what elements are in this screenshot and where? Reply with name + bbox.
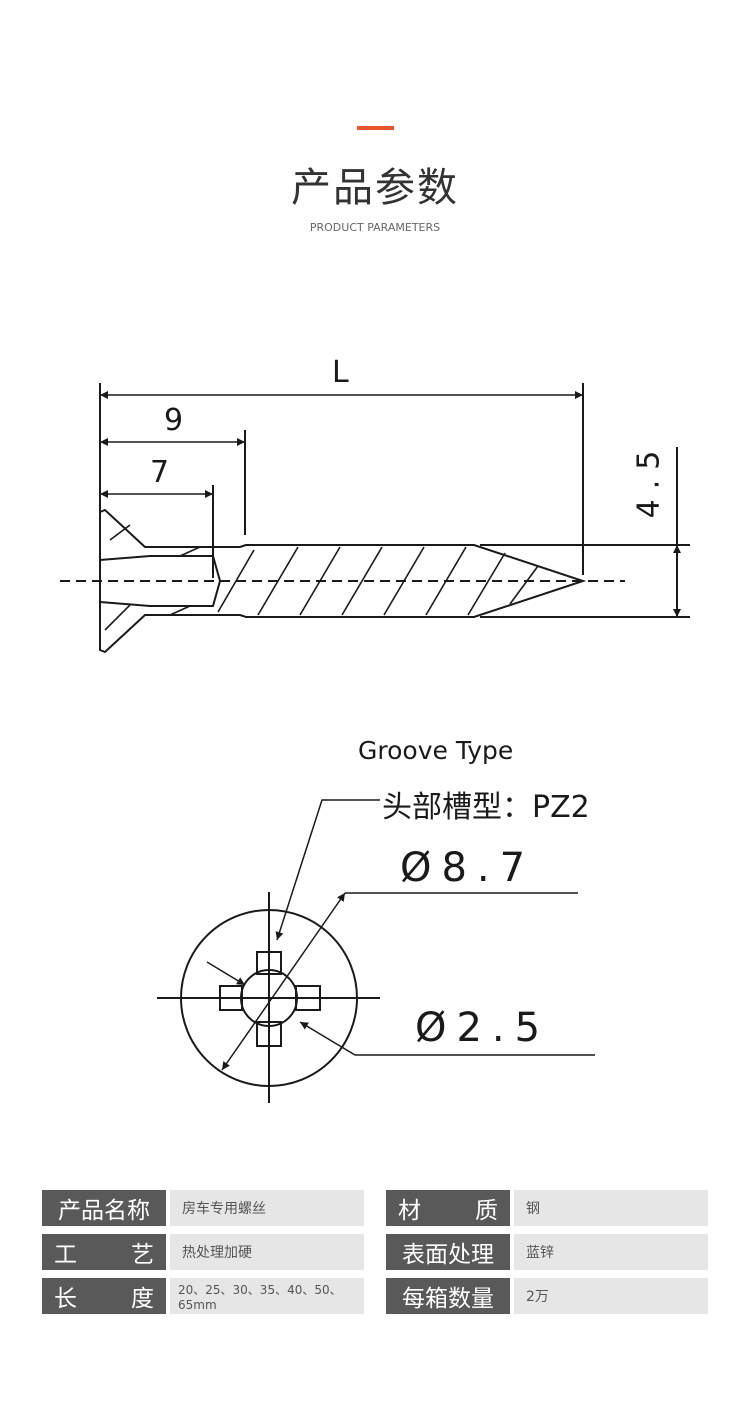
table-row: 长度 20、25、30、35、40、50、65mm 每箱数量 2万 (42, 1278, 710, 1314)
inner-diameter-label: Ø2.5 (415, 1005, 551, 1051)
spec-value: 热处理加硬 (170, 1234, 364, 1270)
spec-label: 长度 (42, 1278, 166, 1314)
groove-title: Groove Type (358, 736, 514, 765)
groove-label: 头部槽型：PZ2 (382, 790, 590, 825)
spec-label-part: 度 (131, 1286, 154, 1312)
spec-value: 2万 (514, 1278, 708, 1314)
spec-value: 蓝锌 (514, 1234, 708, 1270)
spec-label-part: 质 (475, 1198, 498, 1224)
screw-side-view (60, 383, 690, 654)
spec-label-part: 艺 (131, 1242, 154, 1268)
spec-table: 产品名称 房车专用螺丝 材质 钢 工艺 热处理加硬 表面处理 蓝锌 长度 20、… (42, 1190, 710, 1322)
dim-7-label: 7 (150, 455, 170, 490)
spec-label: 每箱数量 (386, 1278, 510, 1314)
spec-label: 表面处理 (386, 1234, 510, 1270)
spec-label: 材质 (386, 1190, 510, 1226)
spec-label: 产品名称 (42, 1190, 166, 1226)
dim-9-label: 9 (164, 403, 184, 438)
spec-value: 房车专用螺丝 (170, 1190, 364, 1226)
dim-diameter-label: 4.5 (631, 440, 667, 519)
table-row: 工艺 热处理加硬 表面处理 蓝锌 (42, 1234, 710, 1270)
spec-value: 钢 (514, 1190, 708, 1226)
spec-label-part: 工 (54, 1242, 77, 1268)
spec-label-part: 材 (398, 1198, 421, 1224)
outer-diameter-label: Ø8.7 (400, 845, 536, 891)
page-subtitle: PRODUCT PARAMETERS (309, 221, 441, 234)
page-title: 产品参数 (291, 165, 459, 211)
table-row: 产品名称 房车专用螺丝 材质 钢 (42, 1190, 710, 1226)
accent-bar (357, 126, 394, 130)
spec-value: 20、25、30、35、40、50、65mm (170, 1278, 364, 1314)
spec-label: 工艺 (42, 1234, 166, 1270)
dim-L-label: L (332, 355, 349, 390)
spec-label-part: 长 (54, 1286, 77, 1312)
groove-top-view (157, 799, 595, 1103)
